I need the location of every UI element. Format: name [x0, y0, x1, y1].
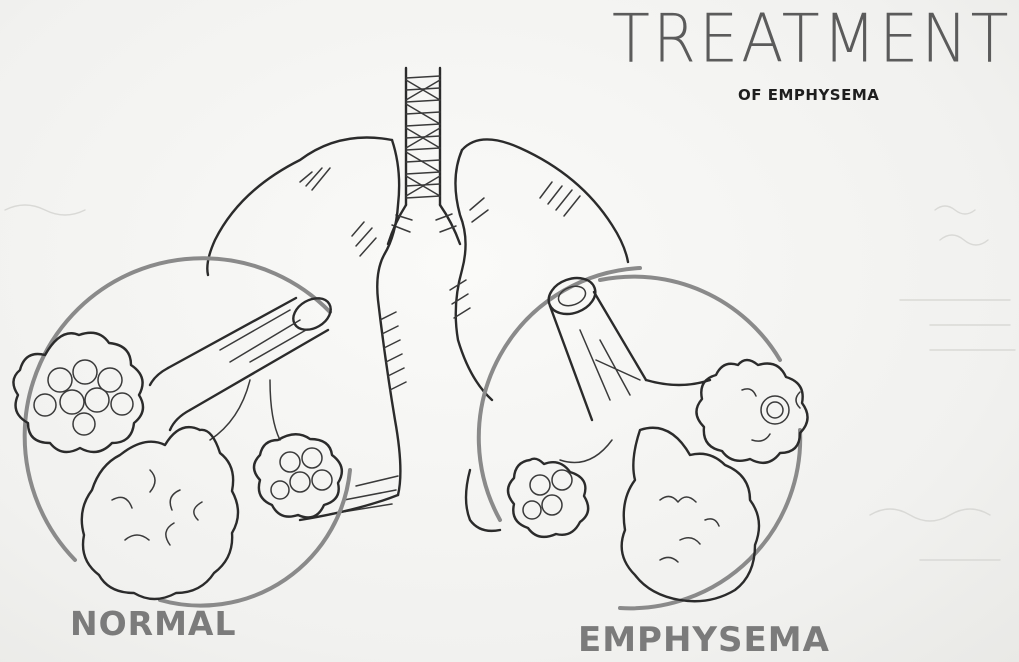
trachea [386, 66, 462, 246]
emphysema-alveoli-cluster-right [695, 358, 809, 465]
emphysema-alveoli-cluster-left [506, 457, 590, 539]
right-lung-outline [449, 138, 630, 533]
emphysema-enlarged-sac [620, 426, 761, 603]
left-lung-outline [206, 136, 407, 522]
normal-label: NORMAL [70, 604, 237, 643]
page-subtitle: OF EMPHYSEMA [738, 86, 880, 104]
emphysema-bronchiole [547, 276, 712, 464]
normal-alveolar-sac [80, 425, 240, 601]
page-title: TREATMENT [612, 0, 1012, 78]
emphysema-label: EMPHYSEMA [578, 620, 830, 660]
emphysema-zoom-circle [476, 266, 803, 611]
faint-background-writing [4, 204, 1016, 561]
normal-bronchiole [148, 296, 332, 441]
normal-alveoli-cluster-top [12, 331, 145, 454]
normal-alveoli-cluster-bottom [252, 433, 344, 519]
normal-zoom-circle [22, 256, 352, 608]
